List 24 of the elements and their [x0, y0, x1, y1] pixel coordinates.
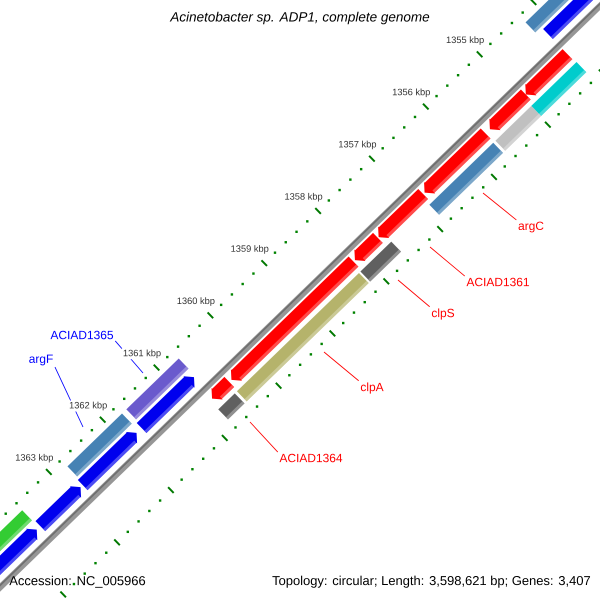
leader-line: [324, 352, 360, 382]
leader-line: [482, 192, 517, 220]
tick-label: 1361 kbp: [122, 348, 162, 360]
tick-label: 1357 kbp: [337, 140, 378, 150]
tick-label: 1360 kbp: [176, 296, 216, 308]
title: Acinetobacter sp. ADP1, complete genome: [170, 12, 430, 24]
tick-label: 1355 kbp: [444, 35, 486, 46]
leader-line: [398, 280, 430, 308]
tick-label: 1363 kbp: [14, 452, 55, 464]
genome-info-text: Topology: circular; Length: 3,598,621 bp; Genes: 3,407: [272, 576, 590, 588]
gene-label: clpS: [432, 308, 454, 320]
tick-label: 1359 kbp: [230, 244, 270, 255]
gene-label: argC: [518, 222, 544, 232]
gene-label: ACIAD1361: [466, 278, 529, 286]
gene-label: clpA: [360, 382, 384, 394]
tick-label: 1356 kbp: [391, 87, 432, 98]
leader-line: [430, 246, 466, 276]
leader-line: [250, 422, 278, 453]
gene-label: argF: [29, 354, 53, 366]
gene-label: ACIAD1365: [50, 330, 114, 340]
tick-label: 1358 kbp: [283, 192, 324, 203]
tick-label: 1362 kbp: [68, 400, 108, 412]
gene-label: ACIAD1364: [279, 454, 342, 462]
accession-text: Accession: NC_005966: [9, 576, 146, 588]
